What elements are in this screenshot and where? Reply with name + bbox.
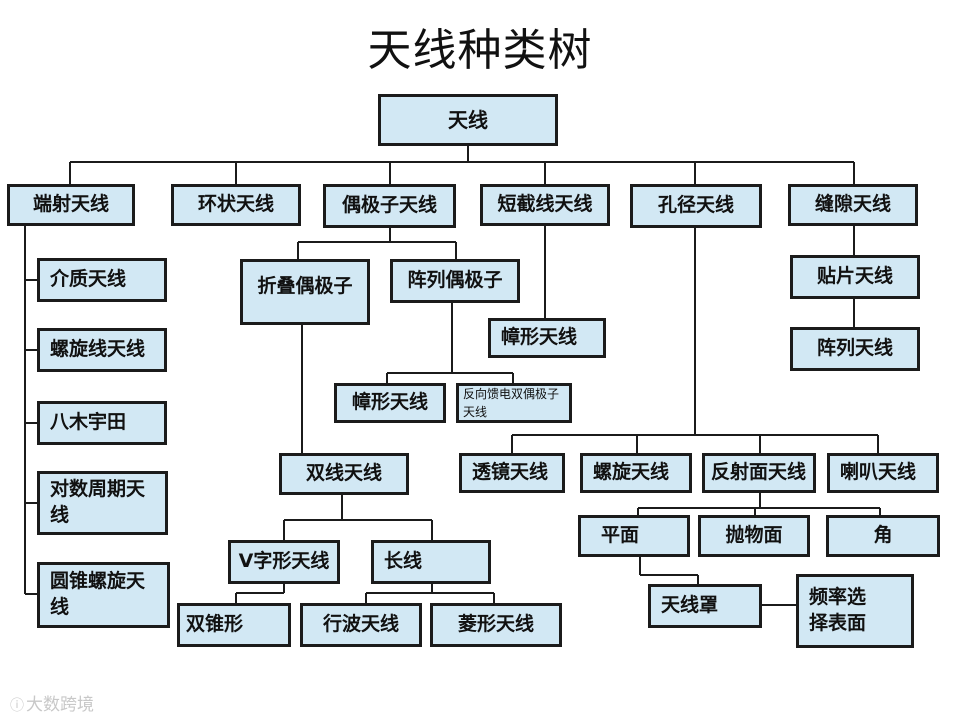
node-stub-mast-antenna: 幛形天线 xyxy=(488,318,606,358)
node-frequency-selective-surface: 频率选择表面 xyxy=(796,574,914,648)
node-reverse-fed-dipole: 反向馈电双偶极子天线 xyxy=(456,383,572,423)
watermark-text: 大数跨境 xyxy=(26,695,94,715)
node-v-shaped-antenna: V字形天线 xyxy=(228,540,340,584)
node-antenna-root: 天线 xyxy=(378,94,558,146)
node-lens-antenna: 透镜天线 xyxy=(459,453,565,493)
node-paraboloid: 抛物面 xyxy=(698,515,810,557)
diagram-title: 天线种类树 xyxy=(367,25,593,76)
node-rhombic-antenna: 菱形天线 xyxy=(430,603,562,647)
node-stub-antenna: 短截线天线 xyxy=(480,184,610,226)
node-slot-array-antenna: 阵列天线 xyxy=(790,327,920,371)
node-reflector-antenna: 反射面天线 xyxy=(702,453,816,493)
watermark-logo-icon: ⓘ xyxy=(10,698,24,714)
node-dipole-mast-antenna: 幛形天线 xyxy=(334,383,446,423)
node-plane: 平面 xyxy=(578,515,690,557)
node-aperture-antenna: 孔径天线 xyxy=(630,184,762,228)
node-endfire-antenna: 端射天线 xyxy=(7,184,135,226)
node-spiral-antenna: 螺旋天线 xyxy=(580,453,692,493)
node-twin-lead-antenna: 双线天线 xyxy=(279,453,409,495)
node-loop-antenna: 环状天线 xyxy=(171,184,301,226)
node-horn-antenna: 喇叭天线 xyxy=(827,453,939,493)
node-long-wire: 长线 xyxy=(371,540,491,584)
node-corner: 角 xyxy=(826,515,940,557)
node-slot-antenna: 缝隙天线 xyxy=(788,184,918,226)
node-radome: 天线罩 xyxy=(648,584,762,628)
node-travelling-wave-antenna: 行波天线 xyxy=(300,603,422,647)
node-yagi-uda: 八木宇田 xyxy=(37,401,167,445)
node-folded-dipole: 折叠偶极子 xyxy=(240,259,370,325)
node-biconical: 双锥形 xyxy=(177,603,291,647)
node-conical-helix-antenna: 圆锥螺旋天线 xyxy=(37,562,170,628)
node-dipole-antenna: 偶极子天线 xyxy=(323,184,456,228)
node-dielectric-antenna: 介质天线 xyxy=(37,258,167,302)
node-log-periodic-antenna: 对数周期天线 xyxy=(37,471,168,535)
node-patch-antenna: 贴片天线 xyxy=(790,255,920,299)
node-array-dipole: 阵列偶极子 xyxy=(390,259,520,303)
node-helix-antenna: 螺旋线天线 xyxy=(37,328,167,372)
